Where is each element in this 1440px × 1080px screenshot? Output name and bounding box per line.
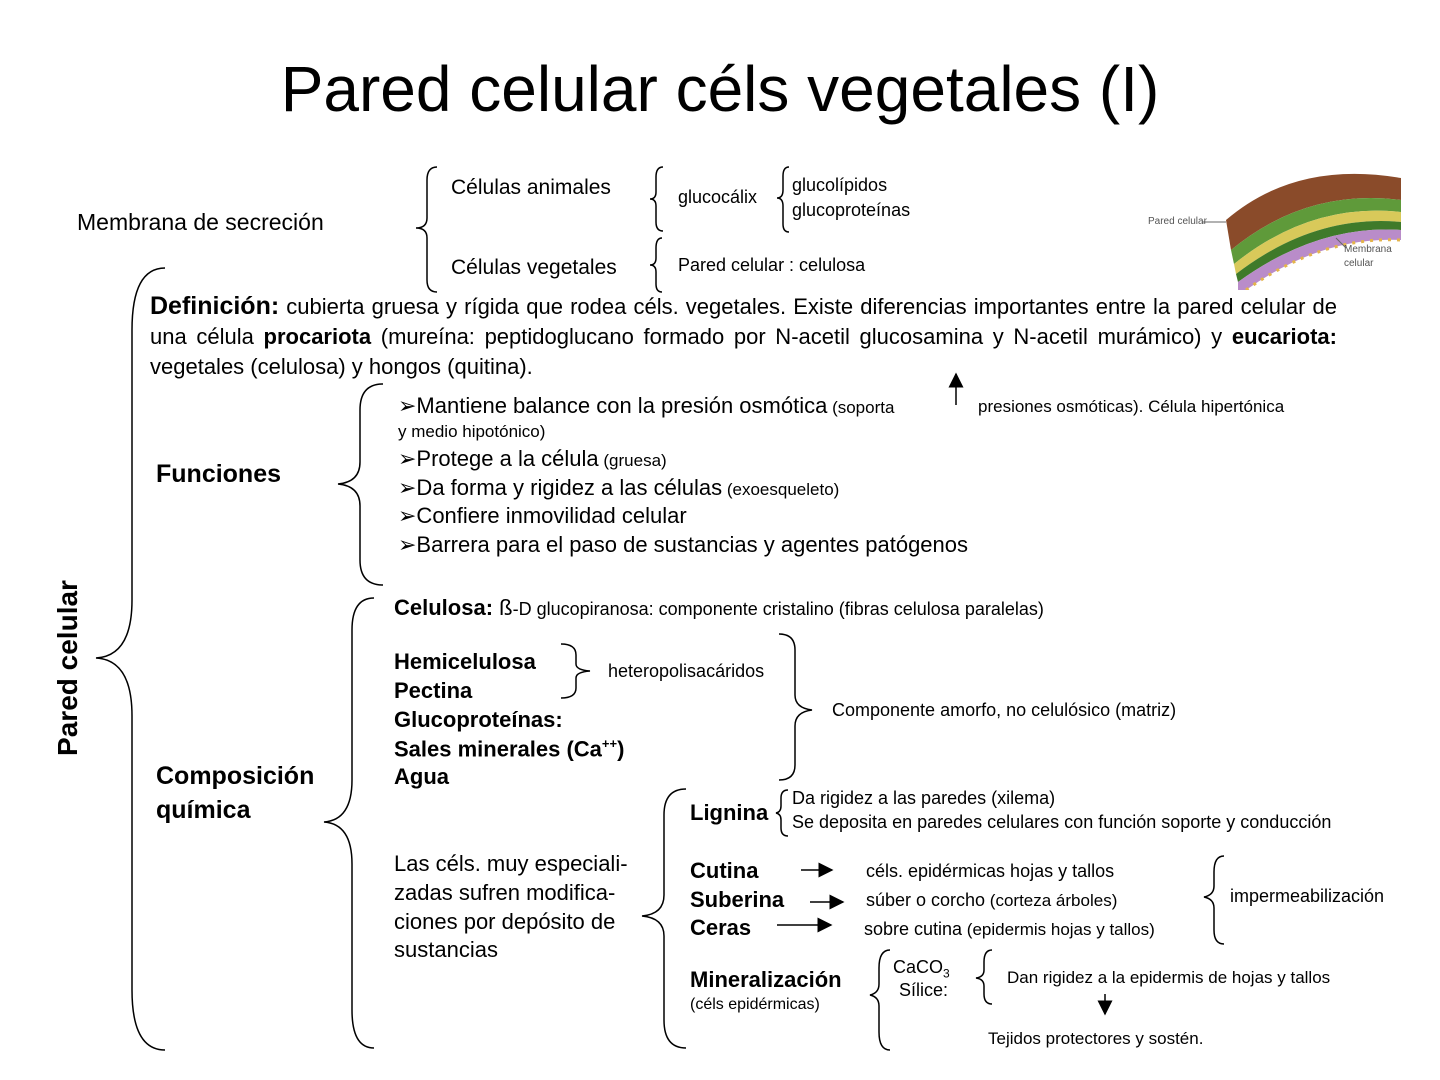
definicion-text-3: vegetales (celulosa) y hongos (quitina). <box>150 354 533 379</box>
sales-end: ) <box>617 736 625 762</box>
definicion-eucariota: eucariota: <box>1231 324 1337 349</box>
membrana-label: Membrana de secreción <box>77 209 324 235</box>
funcion-3-note: (exoesqueleto) <box>722 480 840 499</box>
definicion-procariota: procariota <box>263 324 372 349</box>
pectina: Pectina <box>394 678 473 703</box>
brace-pared-celular <box>95 267 166 1051</box>
definicion-head: Definición: <box>150 292 280 320</box>
heteropolisacaridos: heteropolisacáridos <box>608 661 765 681</box>
image-label-pared: Pared celular <box>1148 216 1207 227</box>
suberina-desc-note: (corteza árboles) <box>985 891 1118 910</box>
suberina-desc: súber o corcho (corteza árboles) <box>866 890 1117 911</box>
cutina-desc: céls. epidérmicas hojas y tallos <box>866 861 1115 881</box>
glucolipidos: glucolípidos <box>792 175 888 195</box>
glucoproteinas-comp: Glucoproteínas: <box>394 707 563 732</box>
brace-animales <box>649 166 664 232</box>
funcion-item-4: ➢Confiere inmovilidad celular <box>398 503 687 528</box>
ceras-desc-main: sobre cutina <box>864 919 963 939</box>
cutina: Cutina <box>690 858 759 883</box>
pared-celular-vertical-label: Pared celular <box>52 580 83 756</box>
brace-vegetales <box>649 237 663 293</box>
celulosa-text: -D glucopiranosa: componente cristalino … <box>512 599 1044 619</box>
celulosa-head: Celulosa: <box>394 595 494 620</box>
glucoproteinas: glucoproteínas <box>792 200 911 220</box>
funcion-1-text: ➢Mantiene balance con la presión osmótic… <box>398 393 828 418</box>
ceras-desc-note: (epidermis hojas y tallos) <box>962 920 1155 939</box>
cell-wall-illustration <box>1202 173 1402 290</box>
brace-impermeabilizacion <box>1203 855 1225 945</box>
page-title: Pared celular céls vegetales (I) <box>280 53 1160 125</box>
funcion-2-text: ➢Protege a la célula <box>398 446 599 471</box>
image-label-celular: celular <box>1344 258 1374 269</box>
especial-line-4: sustancias <box>394 937 498 962</box>
caco3-text: CaCO <box>893 957 944 977</box>
especial-line-3: ciones por depósito de <box>394 909 616 934</box>
brace-caco <box>975 949 993 1005</box>
celulas-animales: Células animales <box>451 176 611 199</box>
brace-composicion <box>323 597 375 1049</box>
componente-amorfo: Componente amorfo, no celulósico (matriz… <box>832 700 1177 720</box>
image-label-membrana: Membrana <box>1344 244 1392 255</box>
caco3-sub: 3 <box>943 966 950 981</box>
brace-membrana <box>415 166 438 293</box>
funciones-label: Funciones <box>156 460 282 488</box>
lignina: Lignina <box>690 800 769 825</box>
definicion-paragraph: Definición: cubierta gruesa y rígida que… <box>150 291 1337 382</box>
celulosa-beta: ß <box>493 595 513 620</box>
brace-mineralizacion <box>869 949 891 1051</box>
definicion-text-1: cubierta gruesa y rígida que rodea céls.… <box>150 294 1337 349</box>
mineralizacion-sub: (céls epidérmicas) <box>690 996 820 1013</box>
tejidos-protectores: Tejidos protectores y sostén. <box>988 1029 1204 1048</box>
sales-sup: ++ <box>601 736 618 751</box>
agua: Agua <box>394 764 449 789</box>
hemicelulosa: Hemicelulosa <box>394 649 536 674</box>
pared-celulosa: Pared celular : celulosa <box>678 255 866 275</box>
sales-minerales: Sales minerales (Ca++) <box>394 736 624 762</box>
lignina-desc-2: Se deposita en paredes celulares con fun… <box>792 812 1332 832</box>
funcion-item-5: ➢Barrera para el paso de sustancias y ag… <box>398 532 969 557</box>
glucocalix: glucocálix <box>678 187 758 207</box>
caco3: CaCO3 <box>893 957 950 981</box>
brace-funciones <box>337 383 384 586</box>
brace-glucocalix <box>776 166 790 233</box>
brace-lignina <box>775 789 789 837</box>
silice: Sílice: <box>899 980 949 1000</box>
composicion-label-1: Composición <box>156 762 315 790</box>
lignina-desc-1: Da rigidez a las paredes (xilema) <box>792 788 1056 808</box>
brace-especializadas <box>641 788 687 1049</box>
funcion-item-1: ➢Mantiene balance con la presión osmótic… <box>398 393 894 419</box>
mineralizacion: Mineralización <box>690 967 842 992</box>
ceras-desc: sobre cutina (epidermis hojas y tallos) <box>864 919 1155 940</box>
funcion-3-text: ➢Da forma y rigidez a las células <box>398 475 723 500</box>
suberina-desc-main: súber o corcho <box>866 890 986 910</box>
celulosa-line: Celulosa: ß-D glucopiranosa: componente … <box>394 595 1044 621</box>
ceras: Ceras <box>690 915 752 940</box>
sales-text: Sales minerales (Ca <box>394 736 602 762</box>
rigidez-epidermis: Dan rigidez a la epidermis de hojas y ta… <box>1007 968 1331 987</box>
funcion-2-note: (gruesa) <box>598 451 667 470</box>
impermeabilizacion: impermeabilización <box>1230 886 1385 906</box>
especial-line-1: Las céls. muy especiali- <box>394 851 628 876</box>
funcion-item-3: ➢Da forma y rigidez a las células (exoes… <box>398 475 839 501</box>
funcion-1-rest: presiones osmóticas). Célula hipertónica <box>978 397 1285 416</box>
funcion-1-note: (soporta <box>827 398 895 417</box>
funcion-1-cont: y medio hipotónico) <box>398 422 546 441</box>
brace-hemicelulosa <box>560 643 591 699</box>
composicion-label-2: química <box>156 796 251 824</box>
brace-matriz <box>778 633 813 781</box>
suberina: Suberina <box>690 887 785 912</box>
especial-line-2: zadas sufren modifica- <box>394 880 616 905</box>
celulas-vegetales: Células vegetales <box>451 256 617 279</box>
definicion-text-2: (mureína: peptidoglucano formado por N-a… <box>371 324 1232 349</box>
funcion-item-2: ➢Protege a la célula (gruesa) <box>398 446 667 472</box>
